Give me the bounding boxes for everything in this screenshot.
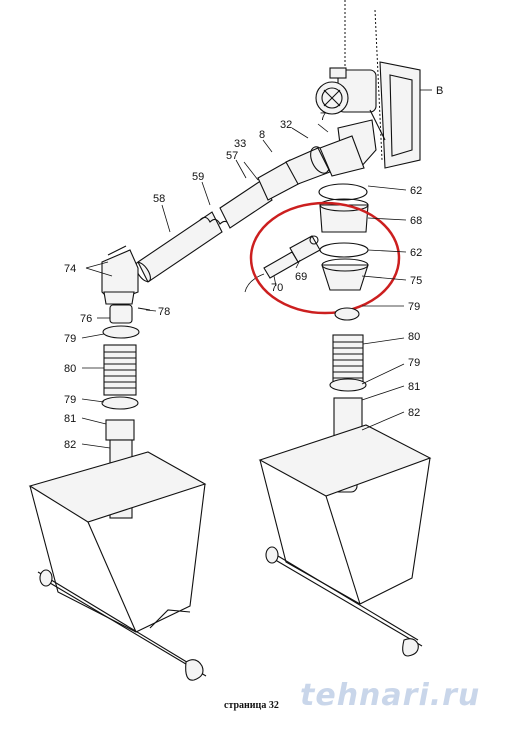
label-59: 59: [192, 171, 204, 183]
leader-lines: [81, 89, 432, 449]
auger-tube-assembly: [135, 135, 365, 283]
label-81-left: 81: [64, 413, 76, 425]
label-78: 78: [158, 306, 170, 318]
label-33: 33: [234, 138, 246, 150]
label-8: 8: [259, 129, 265, 141]
label-79-right-bottom: 79: [408, 357, 420, 369]
part-labels: B 7 32 8 33 57 59 58 74 76 78 79 80 79 8…: [64, 85, 443, 451]
label-76: 76: [80, 313, 92, 325]
right-hopper: [258, 424, 432, 657]
label-62-top: 62: [410, 185, 422, 197]
label-81-right: 81: [408, 381, 420, 393]
label-69: 69: [295, 271, 307, 283]
label-32: 32: [280, 119, 292, 131]
label-7: 7: [320, 111, 326, 123]
label-68: 68: [410, 215, 422, 227]
left-hopper: [28, 451, 207, 681]
watermark: tehnari.ru: [300, 678, 481, 713]
label-80-left: 80: [64, 363, 76, 375]
label-62-mid: 62: [410, 247, 422, 259]
label-79-left-bottom: 79: [64, 394, 76, 406]
label-57: 57: [226, 150, 238, 162]
label-b: B: [436, 85, 443, 97]
hanging-chains: [344, 0, 383, 161]
label-58: 58: [153, 193, 165, 205]
inner-parts-69-70: [244, 235, 321, 293]
label-82-right: 82: [408, 407, 420, 419]
label-82-left: 82: [64, 439, 76, 451]
label-80-right: 80: [408, 331, 420, 343]
page-number: страница 32: [224, 700, 279, 711]
label-79-right-top: 79: [408, 301, 420, 313]
right-column-stack: [318, 183, 369, 291]
left-elbow-head: [101, 245, 151, 324]
label-75: 75: [410, 275, 422, 287]
label-79-left-top: 79: [64, 333, 76, 345]
label-74: 74: [64, 263, 76, 275]
label-70: 70: [271, 282, 283, 294]
highlight-circle: [249, 201, 401, 315]
